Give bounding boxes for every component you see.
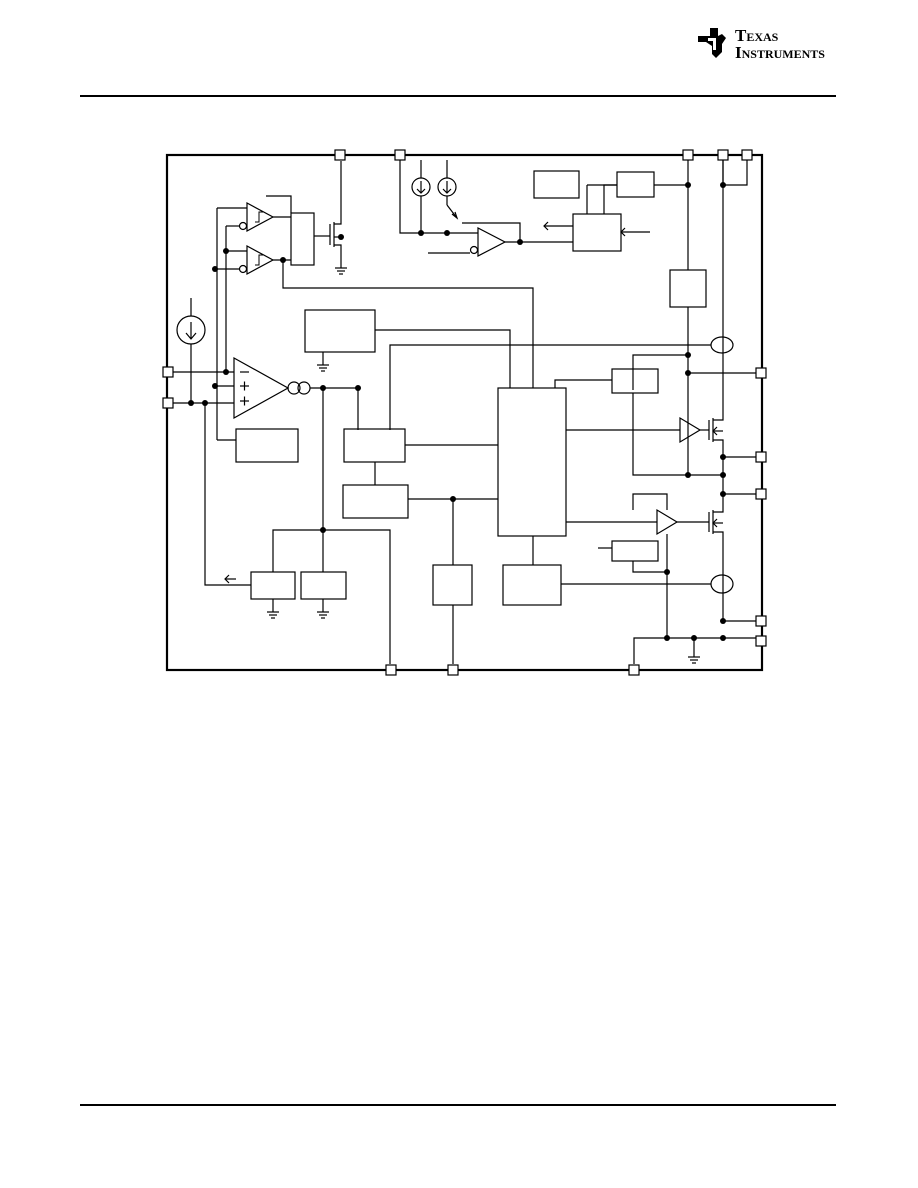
error-amplifier [233,356,290,420]
footer-rule [80,1104,836,1106]
pin-top-3 [682,149,694,161]
bandgap-block [304,309,376,353]
ti-logo [696,24,838,60]
bootstrap-block [669,269,707,308]
current-limit-block [502,564,562,606]
comparator-lower [246,244,275,276]
pin-right-4 [755,615,767,627]
high-side-driver [679,416,702,444]
pin-top-2 [394,149,406,161]
pin-bottom-1 [385,664,397,676]
pin-right-5 [755,635,767,647]
low-side-sense-block [611,540,659,562]
low-side-driver [656,508,679,536]
control-logic-block [497,387,567,537]
pin-top-5 [741,149,753,161]
ic-outline [165,153,764,672]
pin-right-1 [755,367,767,379]
reference-block [235,428,299,463]
regulator-block [616,171,655,198]
ti-state-logo-icon [698,28,726,58]
pin-bottom-2 [447,664,459,676]
pin-top-1 [334,149,346,161]
current-sense-high [710,336,734,354]
enable-block [300,571,347,600]
brand-wordmark: TEXAS INSTRUMENTS [735,26,825,62]
latch-block [290,212,315,266]
uvlo-block [572,213,622,252]
pin-right-2 [755,451,767,463]
ramp-block [342,484,409,519]
voltage-monitor-block [432,564,473,606]
current-sense-low [710,574,734,594]
comparator-upper [246,201,275,233]
thermal-block [533,170,580,199]
pin-top-4 [717,149,729,161]
pin-left-2 [162,397,174,409]
oscillator-block [343,428,406,463]
header-rule [80,95,836,97]
pin-bottom-3 [628,664,640,676]
soft-start-block [250,571,296,600]
deadtime-block [611,368,659,394]
pin-right-3 [755,488,767,500]
brand-line-1: TEXAS [735,26,779,45]
comparator-top [477,227,507,257]
pin-left-1 [162,366,174,378]
brand-line-2: INSTRUMENTS [735,43,825,62]
